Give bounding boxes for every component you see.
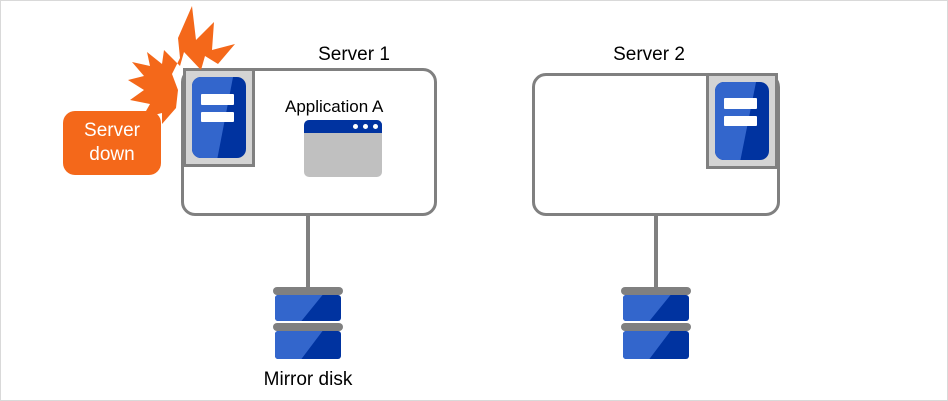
window-dot-icon bbox=[363, 124, 368, 129]
mirror-disk-icon bbox=[273, 287, 343, 365]
server-tower-slot bbox=[200, 94, 235, 105]
disk-platter bbox=[623, 331, 689, 359]
server1-disk-connector bbox=[306, 216, 310, 288]
disk-cap bbox=[621, 323, 691, 331]
server1-title: Server 1 bbox=[318, 44, 390, 65]
application-window-titlebar bbox=[304, 120, 382, 133]
server-down-badge: Server down bbox=[63, 111, 161, 175]
disk-platter bbox=[275, 295, 341, 321]
server2-disk-connector bbox=[654, 216, 658, 288]
disk-platter bbox=[623, 295, 689, 321]
window-dot-icon bbox=[353, 124, 358, 129]
server-down-line2: down bbox=[89, 144, 135, 165]
server2-disk-icon bbox=[621, 287, 691, 365]
server2-title: Server 2 bbox=[613, 44, 685, 65]
mirror-disk-label: Mirror disk bbox=[263, 369, 353, 390]
application-a-label: Application A bbox=[285, 97, 384, 116]
disk-cap bbox=[621, 287, 691, 295]
server2-tower-icon bbox=[706, 73, 778, 169]
server-tower-slot bbox=[723, 115, 758, 126]
server-tower-slot bbox=[200, 111, 235, 123]
disk-cap bbox=[273, 323, 343, 331]
server-down-line1: Server bbox=[84, 120, 140, 142]
window-dot-icon bbox=[373, 124, 378, 129]
disk-platter bbox=[275, 331, 341, 359]
server-tower-slot bbox=[723, 98, 758, 109]
application-window-icon bbox=[304, 120, 382, 177]
server-tower-body bbox=[192, 77, 246, 158]
disk-cap bbox=[273, 287, 343, 295]
server-tower-body bbox=[715, 82, 769, 160]
server1-tower-icon bbox=[183, 68, 255, 167]
